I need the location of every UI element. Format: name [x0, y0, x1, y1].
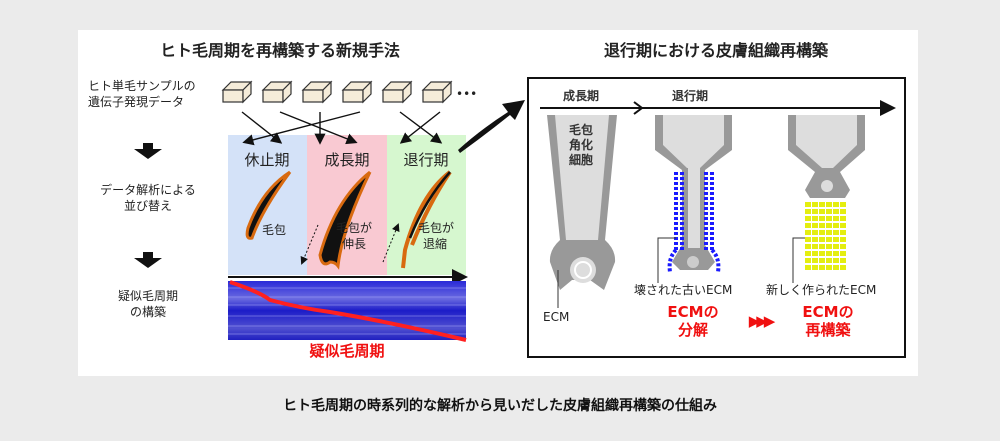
rebuild-line2: 再構築 — [805, 321, 851, 339]
right-title: 退行期における皮膚組織再構築 — [603, 41, 829, 60]
note-telogen: 毛包 — [262, 223, 287, 237]
hair-follicle-icon — [245, 170, 452, 270]
catagen-follicle-shape — [655, 115, 732, 283]
step3-line2: の構築 — [129, 305, 167, 319]
note-catagen-2: 退縮 — [423, 237, 448, 251]
phase-label-telogen: 休止期 — [244, 151, 290, 169]
down-arrow-icon — [134, 252, 162, 268]
cell-label-3: 細胞 — [569, 153, 594, 167]
figure-caption: ヒト毛周期の時系列的な解析から見いだした皮膚組織再構築の仕組み — [283, 398, 717, 414]
timeline-anagen: 成長期 — [563, 89, 600, 103]
note-catagen-1: 毛包が — [418, 221, 455, 235]
new-ecm-label: 新しく作られたECM — [766, 283, 877, 297]
anagen-follicle-shape — [547, 115, 617, 308]
ecm-diagram-box — [527, 77, 906, 358]
degrade-line1: ECMの — [667, 303, 719, 321]
step1-line1: ヒト単毛サンプルの — [88, 79, 196, 93]
regenerated-follicle-shape — [788, 115, 865, 283]
chevron-arrows-icon: ▶▶▶ — [748, 312, 776, 330]
phase-label-anagen: 成長期 — [324, 151, 370, 169]
cell-label-1: 毛包 — [569, 123, 594, 137]
timeline-catagen: 退行期 — [672, 89, 709, 103]
rebuild-line1: ECMの — [802, 303, 854, 321]
old-ecm-label: 壊された古いECM — [634, 283, 733, 297]
heatmap-peak-band — [229, 280, 467, 342]
step2-line2: 並び替え — [123, 199, 173, 213]
regression-arrow — [382, 223, 400, 263]
down-arrow-icon — [134, 143, 162, 159]
figure-panel — [78, 30, 918, 376]
curved-arrow-icon — [458, 100, 525, 153]
ecm-label: ECM — [543, 310, 570, 324]
left-title: ヒト毛周期を再構築する新規手法 — [159, 41, 401, 60]
elongation-arrow — [300, 224, 319, 265]
sample-box-icons — [221, 80, 453, 104]
pseudo-hair-cycle-label: 疑似毛周期 — [309, 342, 385, 360]
step2-line1: データ解析による — [100, 183, 196, 197]
note-anagen-1: 毛包が — [336, 221, 373, 235]
sorting-arrows — [241, 111, 443, 146]
step1-line2: 遺伝子発現データ — [88, 95, 185, 109]
note-anagen-2: 伸長 — [342, 237, 367, 251]
cell-label-2: 角化 — [569, 138, 594, 152]
ellipsis: ••• — [456, 87, 478, 101]
step3-line1: 疑似毛周期 — [117, 289, 179, 303]
phase-label-catagen: 退行期 — [403, 151, 449, 169]
degrade-line2: 分解 — [677, 321, 709, 339]
